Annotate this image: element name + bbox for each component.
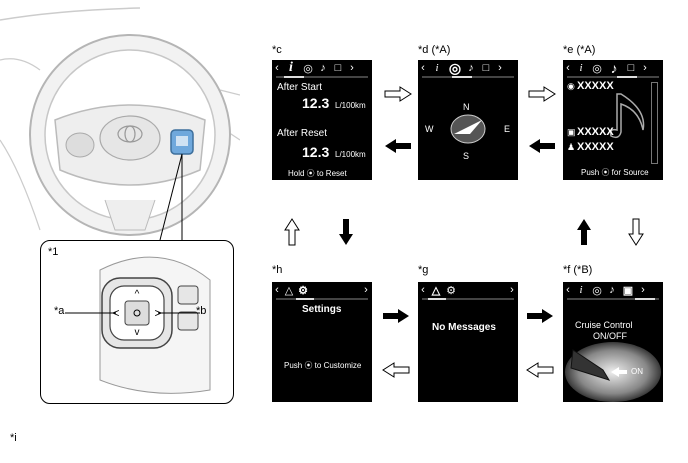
- label-a: *a: [54, 305, 65, 317]
- chevron-left-icon: ‹: [421, 62, 425, 74]
- settings-title: Settings: [302, 304, 342, 315]
- after-start-value: 12.3: [302, 95, 330, 111]
- arrow-d-to-e: [528, 86, 556, 102]
- chevron-left-icon: ‹: [421, 284, 425, 296]
- hold-to-reset-text: Hold ⦿ to Reset: [288, 169, 347, 178]
- after-start-unit: L/100km: [335, 101, 366, 110]
- chevron-left-icon: ‹: [275, 284, 279, 296]
- chevron-right-icon: ›: [498, 62, 502, 74]
- arrow-h-to-c: [284, 218, 300, 246]
- label-g: *g: [418, 264, 429, 276]
- label-b: *b: [196, 305, 207, 317]
- chevron-left-icon: ‹: [275, 62, 279, 74]
- compass-north: N: [463, 102, 470, 112]
- gear-icon: ⚙: [446, 284, 456, 297]
- screen-fuel-economy: ‹ i ◎ ♪ □ › After Start 12.3 L/100km Aft…: [272, 60, 372, 180]
- arrow-h-to-g: [383, 309, 409, 323]
- album-icon: ▣: [567, 127, 576, 137]
- music-note-icon: ♪: [320, 62, 326, 74]
- screen-messages: ‹ △ ⚙ › No Messages: [418, 282, 518, 402]
- chevron-right-icon: ›: [643, 62, 647, 74]
- compass-icon: ◎: [303, 62, 313, 75]
- label-1: *1: [48, 246, 59, 258]
- arrow-f-to-e: [577, 219, 591, 245]
- vehicle-icon: ▣: [622, 284, 634, 297]
- svg-text:v: v: [135, 327, 140, 338]
- disc-icon: ◉: [567, 81, 575, 91]
- track-title: XXXXX: [577, 80, 614, 92]
- vehicle-icon: □: [482, 62, 490, 74]
- steering-wheel-illustration: [0, 0, 240, 250]
- chevron-right-icon: ›: [350, 62, 354, 74]
- chevron-left-icon: ‹: [566, 62, 570, 74]
- warning-icon: △: [284, 284, 294, 297]
- label-i: *i: [10, 432, 17, 444]
- chevron-left-icon: ‹: [566, 284, 570, 296]
- arrow-c-to-h: [339, 219, 353, 245]
- artist-icon: ♟: [567, 142, 576, 152]
- no-messages-text: No Messages: [432, 322, 496, 333]
- after-reset-value: 12.3: [302, 144, 330, 160]
- label-f: *f (*B): [563, 264, 593, 276]
- cruise-control-subtitle: ON/OFF: [593, 331, 627, 341]
- label-c: *c: [272, 44, 282, 56]
- compass-needle-icon: [450, 114, 486, 144]
- album-name: XXXXX: [577, 126, 614, 138]
- label-h: *h: [272, 264, 283, 276]
- compass-icon: ◎: [448, 60, 462, 76]
- cruise-lever-icon: [565, 342, 661, 402]
- cruise-on-label: ON: [631, 367, 643, 376]
- screen-cruise-control: ‹ i ◎ ♪ ▣ › Cruise Control ON/OFF ON: [563, 282, 663, 402]
- arrow-e-to-d: [529, 139, 555, 153]
- info-icon: i: [579, 284, 583, 296]
- music-note-icon: ♪: [609, 284, 615, 296]
- chevron-right-icon: ›: [641, 284, 645, 296]
- compass-east: E: [504, 124, 511, 134]
- svg-text:^: ^: [135, 289, 140, 300]
- arrow-e-to-f: [628, 218, 644, 246]
- artist-name: XXXXX: [577, 141, 614, 153]
- steering-switch-detail: ^ v < >: [65, 256, 211, 394]
- gear-icon: ⚙: [298, 284, 308, 297]
- vehicle-icon: □: [627, 62, 635, 74]
- arrow-f-to-g: [526, 362, 554, 378]
- cruise-control-title: Cruise Control: [575, 320, 633, 330]
- screen-compass: ‹ i ◎ ♪ □ › N W E S: [418, 60, 518, 180]
- compass-icon: ◎: [592, 284, 602, 297]
- music-note-icon: ♪: [610, 60, 618, 76]
- screen-audio: ‹ i ◎ ♪ □ › ◉ XXXXX ▣ XXXXX ♟ XXXXX Push…: [563, 60, 663, 180]
- arrow-c-to-d: [384, 86, 412, 102]
- warning-icon: △: [431, 284, 441, 297]
- chevron-right-icon: ›: [510, 284, 514, 296]
- after-reset-unit: L/100km: [335, 150, 366, 159]
- after-start-title: After Start: [277, 82, 323, 93]
- chevron-right-icon: ›: [364, 284, 368, 296]
- info-icon: i: [435, 62, 439, 74]
- label-e: *e (*A): [563, 44, 596, 56]
- scrollbar-track: [651, 82, 658, 164]
- screen-settings: ‹ △ ⚙ › Settings Push ⦿ to Customize: [272, 282, 372, 402]
- compass-south: S: [463, 151, 470, 161]
- push-for-source-text: Push ⦿ for Source: [581, 168, 649, 177]
- music-note-icon: ♪: [468, 62, 474, 74]
- vehicle-icon: □: [334, 62, 342, 74]
- compass-icon: ◎: [592, 62, 602, 75]
- label-d: *d (*A): [418, 44, 451, 56]
- arrow-d-to-c: [385, 139, 411, 153]
- info-icon: i: [289, 60, 293, 75]
- album-art-icon: [609, 93, 645, 139]
- arrow-g-to-h: [382, 362, 410, 378]
- push-to-customize-text: Push ⦿ to Customize: [284, 361, 362, 370]
- info-icon: i: [579, 62, 583, 74]
- arrow-g-to-f: [527, 309, 553, 323]
- compass-west: W: [425, 124, 434, 134]
- after-reset-title: After Reset: [277, 128, 328, 139]
